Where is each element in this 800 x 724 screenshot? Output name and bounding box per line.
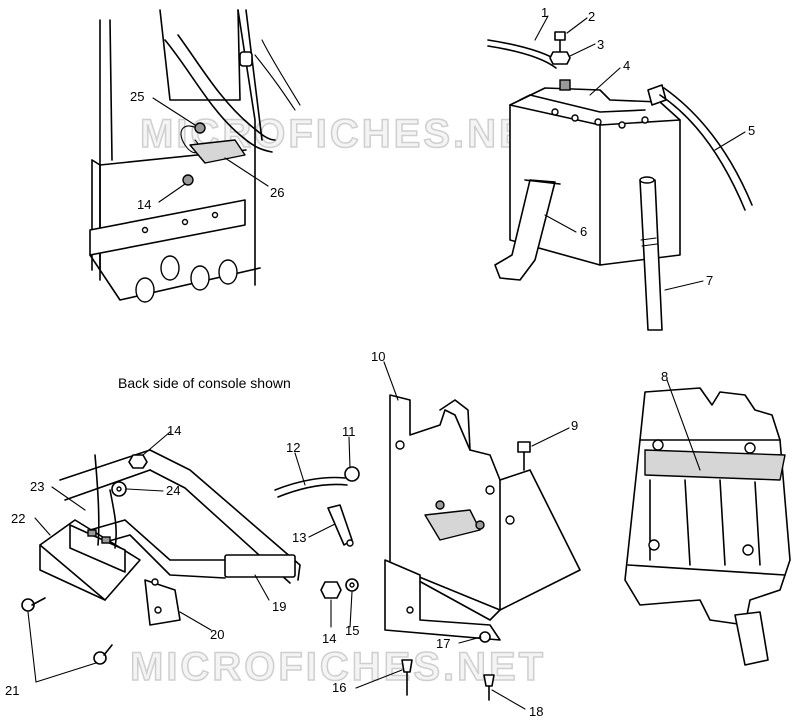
callout-14-console: 14: [167, 423, 181, 438]
callout-14-top: 14: [137, 197, 151, 212]
callout-17: 17: [436, 636, 450, 651]
leader-lines: [27, 15, 746, 710]
battery-cover-view: [624, 387, 791, 666]
callout-3: 3: [597, 37, 604, 52]
console-harness-view: [21, 449, 301, 665]
callout-11: 11: [342, 424, 356, 439]
callout-6: 6: [580, 224, 587, 239]
callout-7: 7: [706, 273, 713, 288]
callout-15: 15: [345, 623, 359, 638]
battery-assembly: [487, 31, 753, 331]
callout-14-box: 14: [322, 631, 336, 646]
callout-23: 23: [30, 479, 44, 494]
callout-22: 22: [11, 511, 25, 526]
callout-labels: 1 2 3 4 5 6 7 8 9 10 11 12 13 14 14 14 1…: [5, 5, 755, 719]
callout-24: 24: [166, 483, 180, 498]
callout-26: 26: [270, 185, 284, 200]
callout-9: 9: [571, 418, 578, 433]
watermark-bottom: MICROFICHES.NET: [130, 645, 546, 689]
callout-5: 5: [748, 123, 755, 138]
callout-10: 10: [371, 349, 385, 364]
callout-12: 12: [286, 440, 300, 455]
caption-back-side: Back side of console shown: [118, 375, 291, 391]
battery-box-assembly: [274, 394, 581, 701]
callout-25: 25: [130, 89, 144, 104]
callout-20: 20: [210, 627, 224, 642]
callout-4: 4: [623, 58, 630, 73]
callout-1: 1: [541, 5, 548, 20]
callout-19: 19: [272, 599, 286, 614]
callout-8: 8: [661, 369, 668, 384]
callout-13: 13: [292, 530, 306, 545]
callout-2: 2: [588, 9, 595, 24]
callout-21: 21: [5, 683, 19, 698]
callout-18: 18: [529, 704, 543, 719]
callout-16: 16: [332, 680, 346, 695]
console-frame-view: [89, 9, 301, 303]
